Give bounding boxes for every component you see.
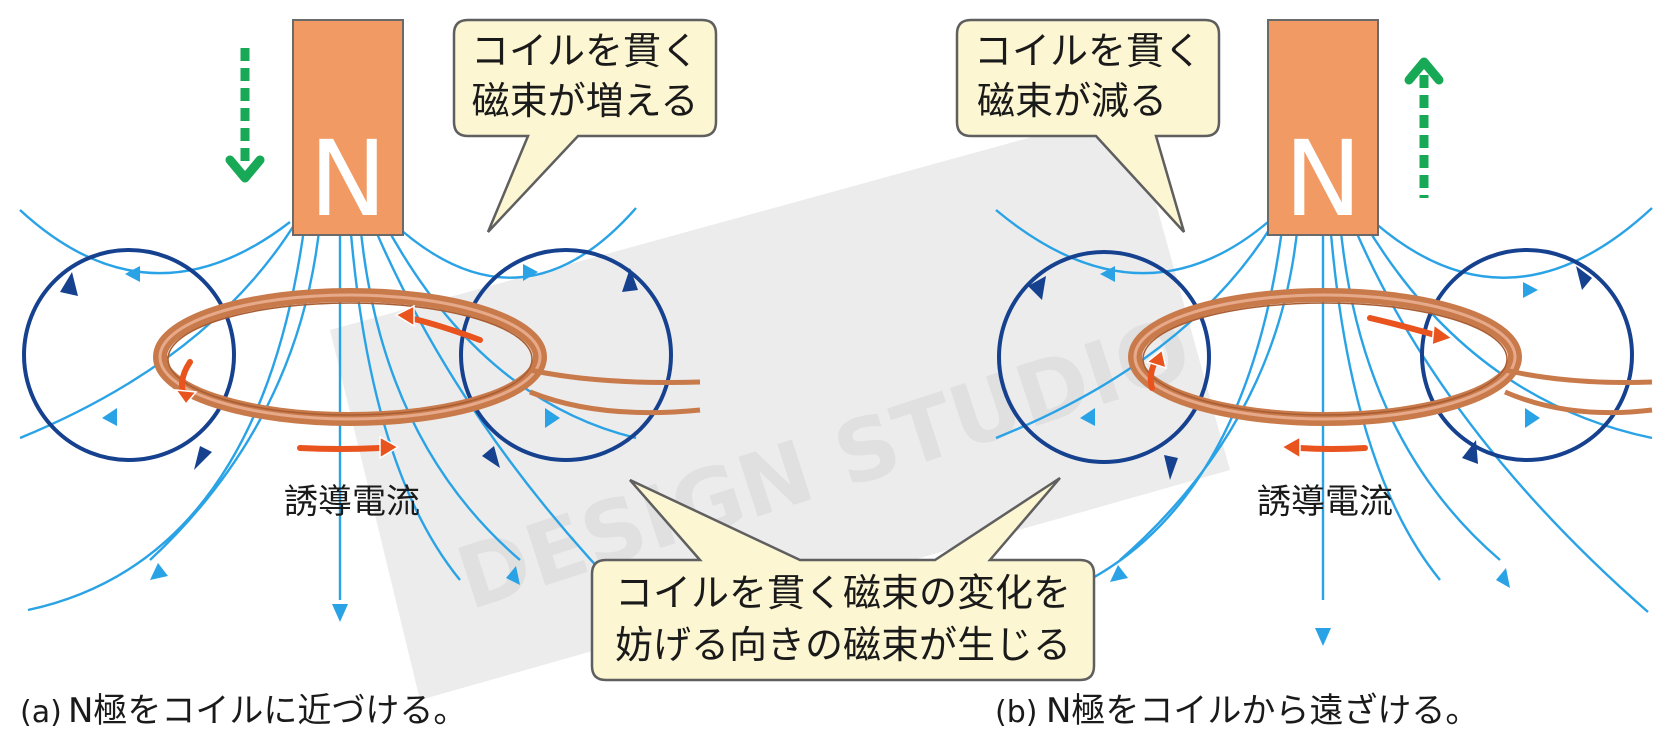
caption-a-letter: (a): [20, 695, 62, 730]
bubble-flux-increase: コイルを貫く 磁束が増える: [452, 18, 718, 233]
bubble-a-line2: 磁束が増える: [472, 79, 699, 123]
center-bubble-line2: 妨げる向きの磁束が生じる: [615, 623, 1071, 667]
caption-b-letter: (b): [995, 695, 1037, 730]
bubble-flux-decrease: コイルを貫く 磁束が減る: [955, 18, 1221, 233]
induced-field-loop-left: [22, 248, 236, 470]
coil: [1128, 288, 1653, 426]
induced-current-arrows: [174, 304, 483, 460]
bar-magnet-n: N: [1267, 19, 1379, 240]
induced-field-loop-right: [459, 248, 673, 468]
bubble-b-line1: コイルを貫く: [974, 29, 1202, 73]
induced-current-label-b: 誘導電流: [1257, 482, 1393, 522]
caption-b-text: N極をコイルから遠ざける。: [1046, 691, 1479, 731]
induced-current-arrows: [1145, 315, 1454, 460]
magnet-n-label: N: [309, 118, 387, 240]
caption-a-text: N極をコイルに近づける。: [68, 691, 467, 731]
dashed-arrow-down-icon: [225, 48, 265, 183]
induced-field-loop-left: [997, 250, 1211, 480]
bubble-a-line1: コイルを貫く: [471, 29, 699, 73]
induced-current-label-a: 誘導電流: [284, 482, 420, 522]
induced-field-loop-right: [1420, 248, 1634, 464]
coil: [153, 288, 701, 426]
bubble-b-line2: 磁束が減る: [977, 79, 1167, 123]
bar-magnet-n: N: [292, 19, 404, 240]
panel-a: N コイルを貫く 磁束が増える 誘導電流 (a) N極をコイルに近づける。: [19, 18, 718, 731]
magnetic-field-lines: [19, 207, 641, 622]
magnet-n-label: N: [1284, 118, 1362, 240]
center-bubble-line1: コイルを貫く磁束の変化を: [615, 571, 1071, 615]
bubble-opposing-flux: コイルを貫く磁束の変化を 妨げる向きの磁束が生じる: [590, 476, 1096, 682]
panel-b: N コイルを貫く 磁束が減る 誘導電流 (b) N極をコイルから遠ざける。: [955, 18, 1653, 731]
dashed-arrow-up-icon: [1404, 57, 1444, 198]
